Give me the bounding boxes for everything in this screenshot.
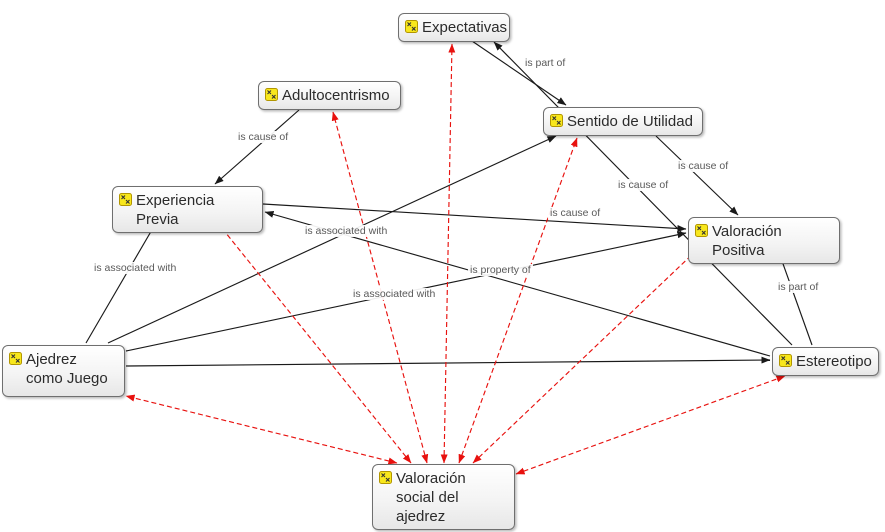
- code-icon: [379, 471, 392, 484]
- node-label-expectativas: Expectativas: [422, 19, 508, 36]
- edge-valoracion-social--expectativas[interactable]: [440, 43, 456, 464]
- edge-sentido-de-utilidad--valoracion-positiva[interactable]: [655, 135, 739, 216]
- edge-valoracion-social--estereotipo[interactable]: [515, 375, 786, 475]
- code-icon: [9, 352, 22, 365]
- code-icon: [550, 114, 563, 127]
- node-estereotipo[interactable]: Estereotipo: [772, 347, 879, 376]
- node-sentido-de-utilidad[interactable]: Sentido de Utilidad: [543, 107, 703, 136]
- edge-adultocentrismo--experiencia-previa[interactable]: [214, 109, 300, 185]
- edge-estereotipo--expectativas[interactable]: [493, 41, 793, 346]
- edge-label-experiencia-previa--valoracion-positiva: is cause of: [548, 207, 603, 219]
- node-valoracion-social[interactable]: Valoración social del ajedrez: [372, 464, 515, 530]
- code-icon: [779, 354, 792, 367]
- code-icon: [265, 88, 278, 101]
- edge-label-ajedrez-como-juego--valoracion-positiva: is associated with: [351, 288, 438, 300]
- edge-expectativas--sentido-de-utilidad[interactable]: [471, 40, 567, 106]
- node-label-experiencia-previa: Experiencia Previa: [136, 192, 215, 228]
- edge-valoracion-social--experiencia-previa[interactable]: [212, 216, 412, 464]
- node-label-valoracion-social: Valoración social del ajedrez: [396, 470, 466, 525]
- node-expectativas[interactable]: Expectativas: [398, 13, 510, 42]
- node-experiencia-previa[interactable]: Experiencia Previa: [112, 186, 263, 233]
- node-valoracion-positiva[interactable]: Valoración Positiva: [688, 217, 840, 264]
- node-label-estereotipo: Estereotipo: [796, 353, 872, 370]
- node-ajedrez-como-juego[interactable]: Ajedrez como Juego: [2, 345, 125, 397]
- edge-ajedrez-como-juego--experiencia-previa[interactable]: [85, 215, 161, 344]
- edge-label-sentido-de-utilidad--valoracion-positiva: is cause of: [676, 160, 731, 172]
- edge-ajedrez-como-juego--sentido-de-utilidad[interactable]: [107, 135, 557, 344]
- code-icon: [695, 224, 708, 237]
- edge-valoracion-social--adultocentrismo[interactable]: [331, 111, 429, 464]
- node-adultocentrismo[interactable]: Adultocentrismo: [258, 81, 401, 110]
- edge-valoracion-social--sentido-de-utilidad[interactable]: [458, 137, 578, 464]
- edge-ajedrez-como-juego--estereotipo[interactable]: [125, 356, 771, 367]
- code-icon: [119, 193, 132, 206]
- edge-label-ajedrez-como-juego--experiencia-previa: is associated with: [92, 262, 179, 274]
- edge-label-estereotipo--valoracion-positiva: is part of: [776, 281, 821, 293]
- edge-label-ajedrez-como-juego--sentido-de-utilidad: is associated with: [303, 225, 390, 237]
- code-icon: [405, 20, 418, 33]
- node-label-adultocentrismo: Adultocentrismo: [282, 87, 390, 104]
- edge-valoracion-social--ajedrez-como-juego[interactable]: [125, 394, 398, 465]
- edge-label-estereotipo--expectativas: is cause of: [616, 179, 671, 191]
- edge-label-adultocentrismo--experiencia-previa: is cause of: [236, 131, 291, 143]
- edge-valoracion-social--valoracion-positiva[interactable]: [472, 247, 700, 464]
- node-label-valoracion-positiva: Valoración Positiva: [712, 223, 782, 259]
- edge-label-expectativas--sentido-de-utilidad: is part of: [523, 57, 568, 69]
- edge-label-estereotipo--experiencia-previa: is property of: [468, 264, 533, 276]
- node-label-sentido-de-utilidad: Sentido de Utilidad: [567, 113, 693, 130]
- node-label-ajedrez-como-juego: Ajedrez como Juego: [26, 351, 108, 387]
